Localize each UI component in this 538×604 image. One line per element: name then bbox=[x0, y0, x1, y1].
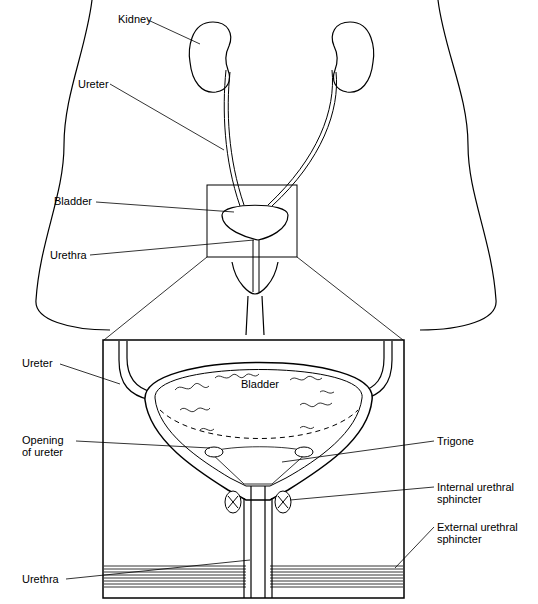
muscle-hatch-left bbox=[104, 566, 246, 587]
inset-frame bbox=[103, 340, 404, 598]
trigone-region bbox=[210, 447, 308, 484]
bladder-wall-inner bbox=[155, 370, 362, 487]
leader-line bbox=[282, 441, 434, 462]
organ-label: Bladder bbox=[54, 195, 92, 207]
leader-line bbox=[60, 364, 120, 384]
dashed-wall-line bbox=[160, 410, 358, 439]
leader-lines bbox=[60, 20, 434, 579]
kidneys bbox=[189, 22, 373, 92]
organ-label: Urethra bbox=[50, 249, 87, 261]
ruga bbox=[300, 403, 332, 407]
bladder-rugae bbox=[175, 374, 334, 431]
structure-label: Internal urethral sphincter bbox=[437, 481, 525, 505]
urethra-inset bbox=[244, 486, 272, 598]
leader-line bbox=[90, 240, 254, 255]
ruga bbox=[320, 391, 334, 393]
leader-line bbox=[148, 20, 200, 44]
muscle-hatch-right bbox=[270, 566, 403, 587]
urethra-wall-outer bbox=[244, 498, 272, 598]
ureter-opening bbox=[295, 447, 313, 457]
ruga bbox=[180, 408, 210, 412]
sphincter-hatch bbox=[228, 496, 288, 508]
kidney-right bbox=[332, 22, 373, 92]
leader-line bbox=[66, 560, 250, 579]
inset-connector bbox=[297, 257, 403, 340]
leader-line bbox=[395, 527, 434, 568]
ureter-opening bbox=[205, 447, 223, 457]
body-outline bbox=[36, 0, 496, 335]
leader-line bbox=[76, 441, 210, 448]
body-left-contour bbox=[36, 0, 110, 330]
urethra-small bbox=[253, 240, 259, 292]
inset-connector bbox=[104, 257, 207, 340]
ruga bbox=[290, 376, 322, 380]
groin-contour bbox=[232, 262, 278, 294]
leg-inner-line bbox=[246, 296, 264, 335]
bladder-wall-outer bbox=[145, 363, 372, 501]
inset-indicator-box bbox=[207, 185, 297, 257]
urethra-wall-inner bbox=[251, 486, 265, 598]
ruga bbox=[175, 383, 209, 390]
body-right-contour bbox=[420, 0, 496, 330]
ruga bbox=[300, 426, 314, 428]
ureter-right-a bbox=[272, 72, 337, 206]
structure-label: Opening of ureter bbox=[22, 434, 72, 458]
organ-label: Bladder bbox=[241, 378, 279, 390]
organ-label: Kidney bbox=[118, 13, 152, 25]
organ-label: Urethra bbox=[22, 573, 59, 585]
structure-label: External urethral sphincter bbox=[437, 521, 527, 545]
bladder-small bbox=[222, 205, 288, 240]
leader-line bbox=[290, 487, 434, 500]
leader-line bbox=[96, 202, 234, 212]
structure-label: Trigone bbox=[437, 435, 474, 447]
ruga bbox=[215, 374, 259, 378]
ureter-inset-left-a bbox=[119, 341, 150, 400]
internal-sphincter bbox=[225, 491, 291, 513]
upper-ureters bbox=[224, 70, 336, 206]
organ-label: Ureter bbox=[78, 78, 109, 90]
ruga bbox=[200, 428, 214, 430]
leader-line bbox=[110, 84, 224, 150]
ureter-inset-left-b bbox=[127, 341, 152, 392]
external-sphincter-muscle bbox=[104, 566, 403, 587]
organ-label: Ureter bbox=[22, 357, 53, 369]
